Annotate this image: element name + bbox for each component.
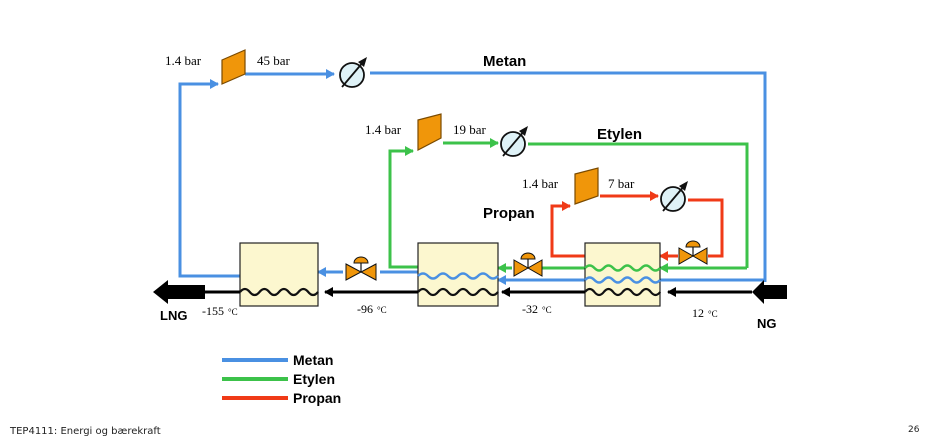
condenser-icon <box>339 57 367 88</box>
temp-value: -32 <box>522 302 538 316</box>
metan-cycle-label: Metan <box>483 53 526 70</box>
temp-unit: °C <box>542 305 552 315</box>
legend-label-propan: Propan <box>293 390 341 406</box>
compressor-icon <box>417 113 442 151</box>
lng-label: LNG <box>160 308 187 323</box>
expansion-valve-icon <box>678 240 708 265</box>
etylen-hx3-wave-front <box>584 264 662 272</box>
expansion-valve-icon <box>513 252 543 277</box>
expansion-valve-icon <box>345 256 377 281</box>
ng-inlet-arrow-icon <box>752 280 787 304</box>
legend-label-etylen: Etylen <box>293 371 335 387</box>
condenser-icon <box>660 181 688 212</box>
temp-unit: °C <box>708 309 718 319</box>
temp-label-2: -96 °C <box>357 302 387 316</box>
legend: Metan Etylen Propan <box>222 352 341 406</box>
ng-hx1-wave <box>239 287 319 297</box>
propan-line-return <box>688 198 724 258</box>
etylen-line-left <box>388 146 418 269</box>
propan-p-low: 1.4 bar <box>522 176 559 191</box>
metan-hx3-wave-front <box>584 276 662 284</box>
heat-exchanger-icon <box>584 242 661 307</box>
temp-label-4: 12 °C <box>692 306 718 320</box>
page-number: 26 <box>908 425 920 435</box>
propan-cycle <box>550 191 724 261</box>
temp-unit: °C <box>228 307 238 317</box>
metan-hx2-wave-front <box>417 272 499 280</box>
lng-outlet-arrow-icon <box>153 280 205 304</box>
temp-value: 12 <box>692 306 704 320</box>
propan-line-left <box>550 201 585 258</box>
metan-p-high: 45 bar <box>257 53 291 68</box>
temp-unit: °C <box>377 305 387 315</box>
temp-label-3: -32 °C <box>522 302 552 316</box>
ng-hx2-wave <box>417 287 499 297</box>
footer-course: TEP4111: Energi og bærekraft <box>10 426 161 437</box>
etylen-cycle-label: Etylen <box>597 126 642 143</box>
compressor-icon <box>574 167 599 205</box>
temp-label-1: -155 °C <box>202 304 238 318</box>
metan-p-low: 1.4 bar <box>165 53 202 68</box>
legend-label-metan: Metan <box>293 352 333 368</box>
temp-value: -96 <box>357 302 373 316</box>
svg-text:12°C: 12 °C <box>692 306 718 320</box>
svg-text:-96°C: -96 °C <box>357 302 387 316</box>
temp-value: -155 <box>202 304 224 318</box>
propan-cycle-label: Propan <box>483 205 535 222</box>
condenser-icon <box>500 126 528 157</box>
ng-label: NG <box>757 316 777 331</box>
metan-line-return <box>370 71 767 282</box>
etylen-p-high: 19 bar <box>453 122 487 137</box>
ng-hx3-wave <box>584 287 662 297</box>
compressor-icon <box>221 49 246 85</box>
svg-text:-32°C: -32 °C <box>522 302 552 316</box>
propan-p-high: 7 bar <box>608 176 635 191</box>
metan-line-left <box>178 79 240 278</box>
heat-exchanger-icon <box>239 242 319 307</box>
etylen-p-low: 1.4 bar <box>365 122 402 137</box>
etylen-line-return <box>528 142 749 268</box>
svg-text:-155°C: -155 °C <box>202 304 238 318</box>
